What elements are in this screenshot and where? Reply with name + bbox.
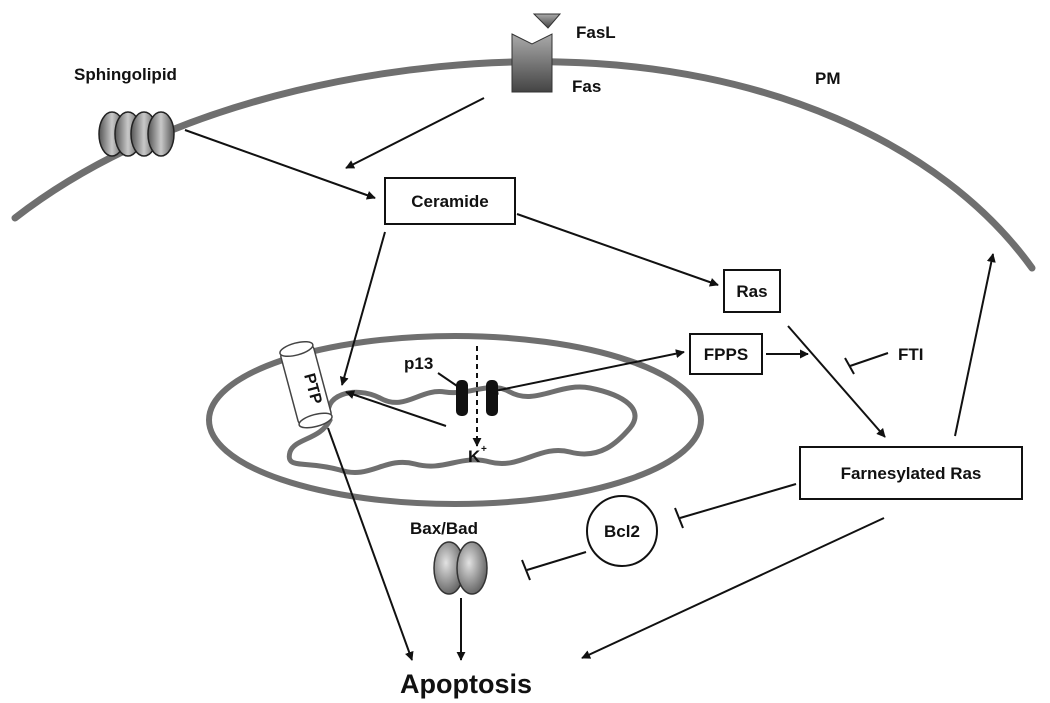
bax-bad-shape — [433, 541, 488, 595]
fpps-label: FPPS — [704, 345, 748, 364]
bax-bad-label: Bax/Bad — [410, 519, 478, 538]
sphingolipid-label: Sphingolipid — [74, 65, 177, 84]
farnesylated-ras-box — [799, 446, 1023, 500]
inhibit-bcl2-to-baxbad — [521, 551, 587, 581]
bcl2-label: Bcl2 — [604, 522, 640, 541]
fas-label: Fas — [572, 77, 601, 96]
plasma-membrane — [11, 58, 1036, 272]
arrow-sphingolipid-to-ceramide — [184, 129, 376, 200]
apoptosis-label: Apoptosis — [400, 669, 532, 699]
fas-receptor-shape — [511, 33, 553, 93]
arrow-p13-fpps-double — [489, 349, 685, 395]
fti-label: FTI — [898, 345, 924, 364]
inhibit-farnesylated-ras-to-bcl2 — [674, 483, 797, 529]
arrow-ptp-to-apoptosis — [327, 427, 414, 661]
ras-label: Ras — [736, 282, 767, 301]
ptp-channel — [279, 340, 333, 429]
arrow-ceramide-to-ras — [516, 213, 719, 287]
arrow-farnesylated-ras-to-apoptosis — [581, 517, 885, 659]
arrow-farnesylated-ras-to-pm — [954, 253, 996, 437]
mitochondrion-inner-membrane — [286, 384, 638, 475]
pm-label: PM — [815, 69, 841, 88]
p13-label: p13 — [404, 354, 433, 373]
fasl-label: FasL — [576, 23, 616, 42]
ceramide-label: Ceramide — [411, 192, 488, 211]
ceramide-box — [384, 177, 516, 225]
arrow-fas-to-ceramide — [345, 97, 485, 169]
inhibit-fti-to-pathway — [844, 352, 889, 375]
bcl2-node — [586, 495, 658, 567]
p13-pointer-line — [437, 372, 461, 389]
p13-channel-bar-left — [456, 380, 468, 416]
mitochondrion-outer-membrane — [206, 333, 704, 507]
sphingolipid-coil — [98, 111, 175, 157]
fpps-box — [689, 333, 763, 375]
k-ion-superscript: + — [481, 444, 487, 455]
arrow-ras-to-farnesylated-ras — [787, 325, 886, 438]
k-ion-label: K — [468, 447, 481, 466]
fasl-ligand-shape — [532, 13, 562, 29]
p13-channel-bar-right — [486, 380, 498, 416]
arrow-ceramide-to-ptp — [339, 231, 386, 386]
farnesylated-ras-label: Farnesylated Ras — [841, 464, 982, 483]
ras-box — [723, 269, 781, 313]
arrow-p13-to-ptp — [345, 390, 447, 427]
